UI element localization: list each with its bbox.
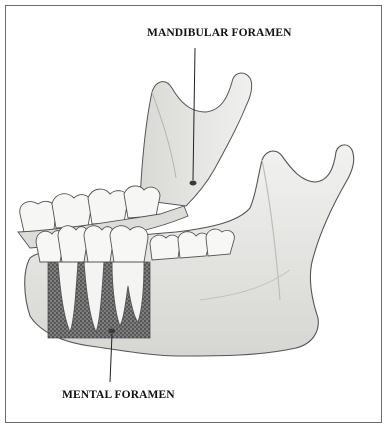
mandibular-foramen: [190, 181, 197, 186]
mental-foramen-label: MENTAL FORAMEN: [62, 389, 175, 401]
mandibular-foramen-label: MANDIBULAR FORAMEN: [147, 27, 292, 39]
left-ramus: [140, 73, 252, 206]
mental-foramen: [109, 329, 116, 334]
